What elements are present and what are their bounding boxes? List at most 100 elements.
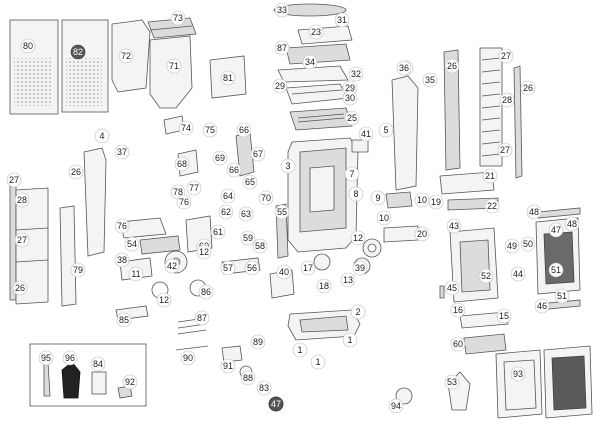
- callout-number: 1: [315, 357, 320, 367]
- callout-90: 90: [180, 350, 196, 366]
- callout-80: 80: [20, 38, 36, 54]
- callout-circle: [118, 48, 134, 64]
- cleaner-96: [91, 371, 107, 395]
- callout-number: 71: [169, 61, 179, 71]
- callout-circle: [478, 268, 494, 284]
- callout-number: 89: [253, 337, 263, 347]
- callout-95: 95: [38, 350, 54, 366]
- vent-plate-21: [439, 171, 495, 195]
- callout-circle: [176, 194, 192, 210]
- callout-circle: [376, 210, 392, 226]
- callout-number: 92: [125, 377, 135, 387]
- callout-circle: [548, 222, 564, 238]
- rod-26-right: [513, 65, 523, 179]
- callout-circle: [114, 252, 130, 268]
- callout-number: 11: [131, 269, 140, 279]
- callout-number: 5: [383, 125, 388, 135]
- callout-number: 47: [271, 399, 281, 409]
- callout-number: 16: [453, 305, 463, 315]
- callout-number: 34: [305, 57, 315, 67]
- callout-number: 27: [501, 51, 511, 61]
- callout-number: 95: [41, 353, 51, 363]
- callout-number: 63: [241, 209, 251, 219]
- callout-11: 11: [128, 266, 144, 282]
- callout-23: 23: [308, 24, 324, 40]
- callout-37: 37: [114, 144, 130, 160]
- callout-number: 37: [117, 147, 127, 157]
- callout-number: 27: [9, 175, 19, 185]
- callout-number: 85: [119, 315, 129, 325]
- callout-circle: [302, 54, 318, 70]
- callout-66: 66: [226, 162, 242, 178]
- callout-circle: [114, 218, 130, 234]
- callout-65: 65: [242, 174, 258, 190]
- callout-number: 26: [523, 83, 533, 93]
- callout-circle: [20, 38, 36, 54]
- callout-56: 56: [244, 260, 260, 276]
- callout-82: 82: [70, 44, 86, 60]
- callout-circle: [94, 128, 110, 144]
- callout-circle: [196, 244, 212, 260]
- callout-circle: [70, 44, 86, 60]
- callout-51: 51: [554, 288, 570, 304]
- callout-circle: [484, 198, 500, 214]
- callout-number: 15: [499, 311, 509, 321]
- callout-number: 53: [447, 377, 457, 387]
- callout-number: 61: [213, 227, 223, 237]
- callout-number: 40: [279, 267, 289, 277]
- callout-circle: [252, 238, 268, 254]
- callout-62: 62: [218, 204, 234, 220]
- callout-circle: [62, 350, 78, 366]
- callout-35: 35: [422, 72, 438, 88]
- top-frame-23: [297, 25, 353, 45]
- grate-29: [285, 83, 349, 105]
- callout-60: 60: [450, 336, 466, 352]
- callout-79: 79: [70, 262, 86, 278]
- callout-32: 32: [348, 66, 364, 82]
- firebox-body-3: [287, 137, 359, 253]
- glass-frame-50: [535, 217, 581, 295]
- callout-circle: [510, 266, 526, 282]
- callout-circle: [38, 350, 54, 366]
- callout-circle: [274, 40, 290, 56]
- callout-number: 28: [502, 95, 512, 105]
- callout-circle: [350, 230, 366, 246]
- air-intake-76: [119, 217, 181, 255]
- callout-number: 88: [243, 373, 253, 383]
- callout-circle: [220, 260, 236, 276]
- callout-circle: [202, 122, 218, 138]
- callout-circle: [428, 194, 444, 210]
- callout-circle: [358, 126, 374, 142]
- callout-55: 55: [274, 204, 290, 220]
- callout-number: 74: [181, 123, 191, 133]
- callout-circle: [450, 336, 466, 352]
- callout-69: 69: [212, 150, 228, 166]
- callout-circle: [240, 230, 256, 246]
- callout-number: 55: [277, 207, 287, 217]
- callout-41: 41: [358, 126, 374, 142]
- callout-26: 26: [520, 80, 536, 96]
- callout-number: 67: [253, 149, 263, 159]
- callout-43: 43: [446, 218, 462, 234]
- callout-12: 12: [350, 230, 366, 246]
- callout-labels: 8082727371813331238734322929302536352627…: [6, 2, 580, 414]
- callout-number: 38: [117, 255, 127, 265]
- callout-circle: [218, 204, 234, 220]
- pipe-88: [221, 345, 243, 363]
- callout-circle: [170, 10, 186, 26]
- callout-91: 91: [220, 358, 236, 374]
- callout-10: 10: [376, 210, 392, 226]
- side-panel-26-left: [59, 205, 77, 307]
- callout-circle: [274, 2, 290, 18]
- callout-number: 66: [229, 165, 239, 175]
- callout-circle: [276, 264, 292, 280]
- callout-number: 81: [223, 73, 233, 83]
- callout-48: 48: [564, 216, 580, 232]
- baffle-25: [289, 107, 353, 131]
- callout-circle: [178, 120, 194, 136]
- callout-number: 84: [93, 359, 103, 369]
- callout-number: 75: [205, 125, 215, 135]
- callout-number: 30: [345, 93, 355, 103]
- callout-27: 27: [497, 142, 513, 158]
